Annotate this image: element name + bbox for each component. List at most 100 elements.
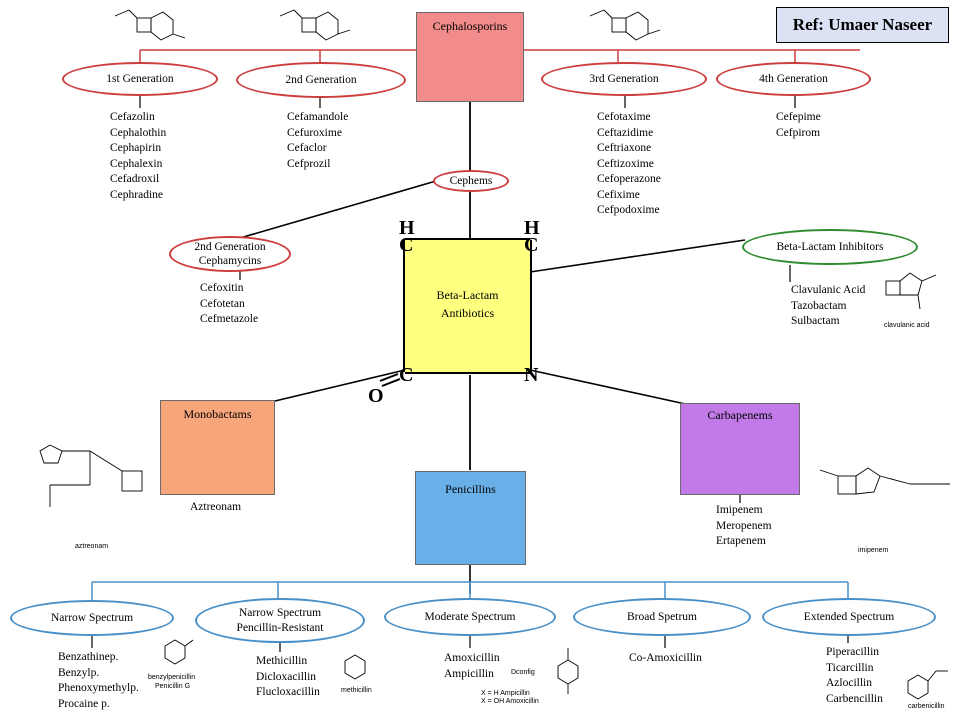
drug-item: Tazobactam xyxy=(791,299,847,312)
clavulanic-acid-caption: clavulanic acid xyxy=(884,322,930,329)
penicillin-g-caption: Penicillin G xyxy=(155,683,191,690)
drug-item: Cefadroxil xyxy=(110,173,160,185)
carbapenems-drug-list: Imipenem Meropenem Ertapenem xyxy=(716,503,772,550)
cephamycins-oval: 2nd Generation Cephamycins xyxy=(169,236,291,272)
drug-item: Co-Amoxicillin xyxy=(629,652,702,664)
drug-item: Procaine p. xyxy=(58,697,110,710)
corner-h-left: H xyxy=(399,217,415,239)
drug-item: Cefamandole xyxy=(287,111,349,123)
corner-h-right: H xyxy=(524,217,540,239)
spectrum-broad-drug-list: Co-Amoxicillin xyxy=(629,651,702,667)
drug-item: Cefotaxime xyxy=(597,111,651,123)
inhibitors-oval: Beta-Lactam Inhibitors xyxy=(742,229,918,265)
spectrum-label: Broad Spetrum xyxy=(627,610,697,623)
monobactams-title: Monobactams xyxy=(183,407,252,421)
inhibitors-label: Beta-Lactam Inhibitors xyxy=(776,240,884,253)
spectrum-moderate-oval: Moderate Spectrum xyxy=(384,598,556,636)
drug-item: Dicloxacillin xyxy=(256,670,317,683)
spectrum-narrow-resistant-oval: Narrow Spectrum Pencillin-Resistant xyxy=(195,598,365,643)
drug-item: Methicillin xyxy=(256,655,308,667)
drug-item: Azlocillin xyxy=(826,677,872,689)
penicillins-title: Penicillins xyxy=(445,482,496,496)
dconfig-caption: Dconfig xyxy=(511,669,535,676)
corner-o: O xyxy=(368,385,384,407)
spectrum-label: Narrow Spectrum xyxy=(50,611,134,624)
cephamycins-drug-list: Cefoxitin Cefotetan Cefmetazole xyxy=(200,281,258,328)
generation-2-drug-list: Cefamandole Cefuroxime Cefaclor Cefprozi… xyxy=(287,110,348,172)
aztreonam-label: Aztreonam xyxy=(190,501,242,513)
cephalosporins-box: Cephalosporins xyxy=(416,12,524,102)
drug-item: Cefixime xyxy=(597,188,640,201)
drug-item: Amoxicillin xyxy=(444,652,500,664)
drug-item: Cefpodoxime xyxy=(597,204,660,216)
drug-item: Ceftizoxime xyxy=(597,157,654,170)
corner-c-bottom: C xyxy=(399,364,414,386)
cephalosporins-title: Cephalosporins xyxy=(432,19,508,33)
drug-item: Cephradine xyxy=(110,188,164,201)
spectrum-narrow-resistant-drug-list: Methicillin Dicloxacillin Flucloxacillin xyxy=(256,654,320,701)
spectrum-label: Extended Spectrum xyxy=(803,610,895,623)
generation-1-oval: 1st Generation xyxy=(62,62,218,96)
ampicillin-caption: X = H Ampicillin xyxy=(481,690,530,697)
drug-item: Clavulanic Acid xyxy=(791,284,866,296)
carbenicillin-caption: carbenicillin xyxy=(908,703,945,710)
drug-item: Sulbactam xyxy=(791,315,840,327)
drug-item: Cephalothin xyxy=(110,126,167,139)
drug-item: Ticarcillin xyxy=(826,661,874,674)
spectrum-moderate-drug-list: Amoxicillin Ampicillin xyxy=(444,651,500,682)
drug-item: Phenoxymethylp. xyxy=(58,682,139,694)
aztreonam-caption: aztreonam xyxy=(75,543,109,550)
generation-4-oval: 4th Generation xyxy=(716,62,871,96)
drug-item: Piperacillin xyxy=(826,646,880,658)
generation-1-label: 1st Generation xyxy=(106,72,174,85)
generation-3-oval: 3rd Generation xyxy=(541,62,707,96)
cephems-oval: Cephems xyxy=(433,170,509,192)
spectrum-extended-drug-list: Piperacillin Ticarcillin Azlocillin Carb… xyxy=(826,645,883,707)
reference-label: Ref: Umaer Naseer xyxy=(776,7,949,43)
generation-3-label: 3rd Generation xyxy=(589,72,659,85)
cephamycins-line2: Cephamycins xyxy=(198,255,262,267)
cephems-label: Cephems xyxy=(449,174,493,187)
corner-c-left: C xyxy=(399,234,414,256)
beta-lactam-center-box: Beta-Lactam Antibiotics xyxy=(405,240,530,372)
inhibitors-drug-list: Clavulanic Acid Tazobactam Sulbactam xyxy=(791,283,865,330)
drug-item: Ampicillin xyxy=(444,667,494,680)
drug-item: Cefepime xyxy=(776,111,821,123)
drug-item: Cefprozil xyxy=(287,157,331,170)
generation-4-drug-list: Cefepime Cefpirom xyxy=(776,110,821,141)
drug-item: Imipenem xyxy=(716,504,763,516)
generation-4-label: 4th Generation xyxy=(759,72,828,85)
drug-item: Cephalexin xyxy=(110,157,163,170)
carbapenems-title: Carbapenems xyxy=(707,408,773,422)
drug-item: Cefpirom xyxy=(776,126,821,139)
benzylpenicillin-caption: benzylpenicillin xyxy=(148,674,196,681)
drug-item: Cefotetan xyxy=(200,297,245,310)
spectrum-broad-oval: Broad Spetrum xyxy=(573,598,751,636)
drug-item: Carbencillin xyxy=(826,692,883,705)
drug-item: Meropenem xyxy=(716,519,772,532)
drug-item: Cefuroxime xyxy=(287,126,342,139)
center-line2: Antibiotics xyxy=(440,306,495,320)
generation-1-drug-list: Cefazolin Cephalothin Cephapirin Cephale… xyxy=(110,110,166,203)
drug-item: Cefmetazole xyxy=(200,313,259,325)
amoxicillin-caption: X = OH Amoxicillin xyxy=(481,698,539,705)
imipenem-caption: imipenem xyxy=(858,547,889,554)
monobactams-box: Monobactams xyxy=(160,400,275,495)
drug-item: Benzylp. xyxy=(58,666,100,679)
spectrum-narrow-oval: Narrow Spectrum xyxy=(10,600,174,636)
spectrum-extended-oval: Extended Spectrum xyxy=(762,598,936,636)
drug-item: Flucloxacillin xyxy=(256,686,320,698)
corner-n: N xyxy=(524,364,539,386)
drug-item: Cephapirin xyxy=(110,142,162,154)
cephamycins-line1: 2nd Generation xyxy=(194,240,266,253)
drug-item: Cefoxitin xyxy=(200,282,244,294)
generation-2-oval: 2nd Generation xyxy=(236,62,406,98)
spectrum-narrow-drug-list: Benzathinep. Benzylp. Phenoxymethylp. Pr… xyxy=(58,650,139,712)
spectrum-label-line2: Pencillin-Resistant xyxy=(236,621,324,634)
penicillins-box: Penicillins xyxy=(415,471,526,565)
drug-item: Cefaclor xyxy=(287,142,327,154)
methicillin-caption: methicillin xyxy=(341,687,372,694)
corner-c-right: C xyxy=(524,234,539,256)
spectrum-label: Narrow Spectrum xyxy=(238,607,322,620)
carbapenems-box: Carbapenems xyxy=(680,403,800,495)
